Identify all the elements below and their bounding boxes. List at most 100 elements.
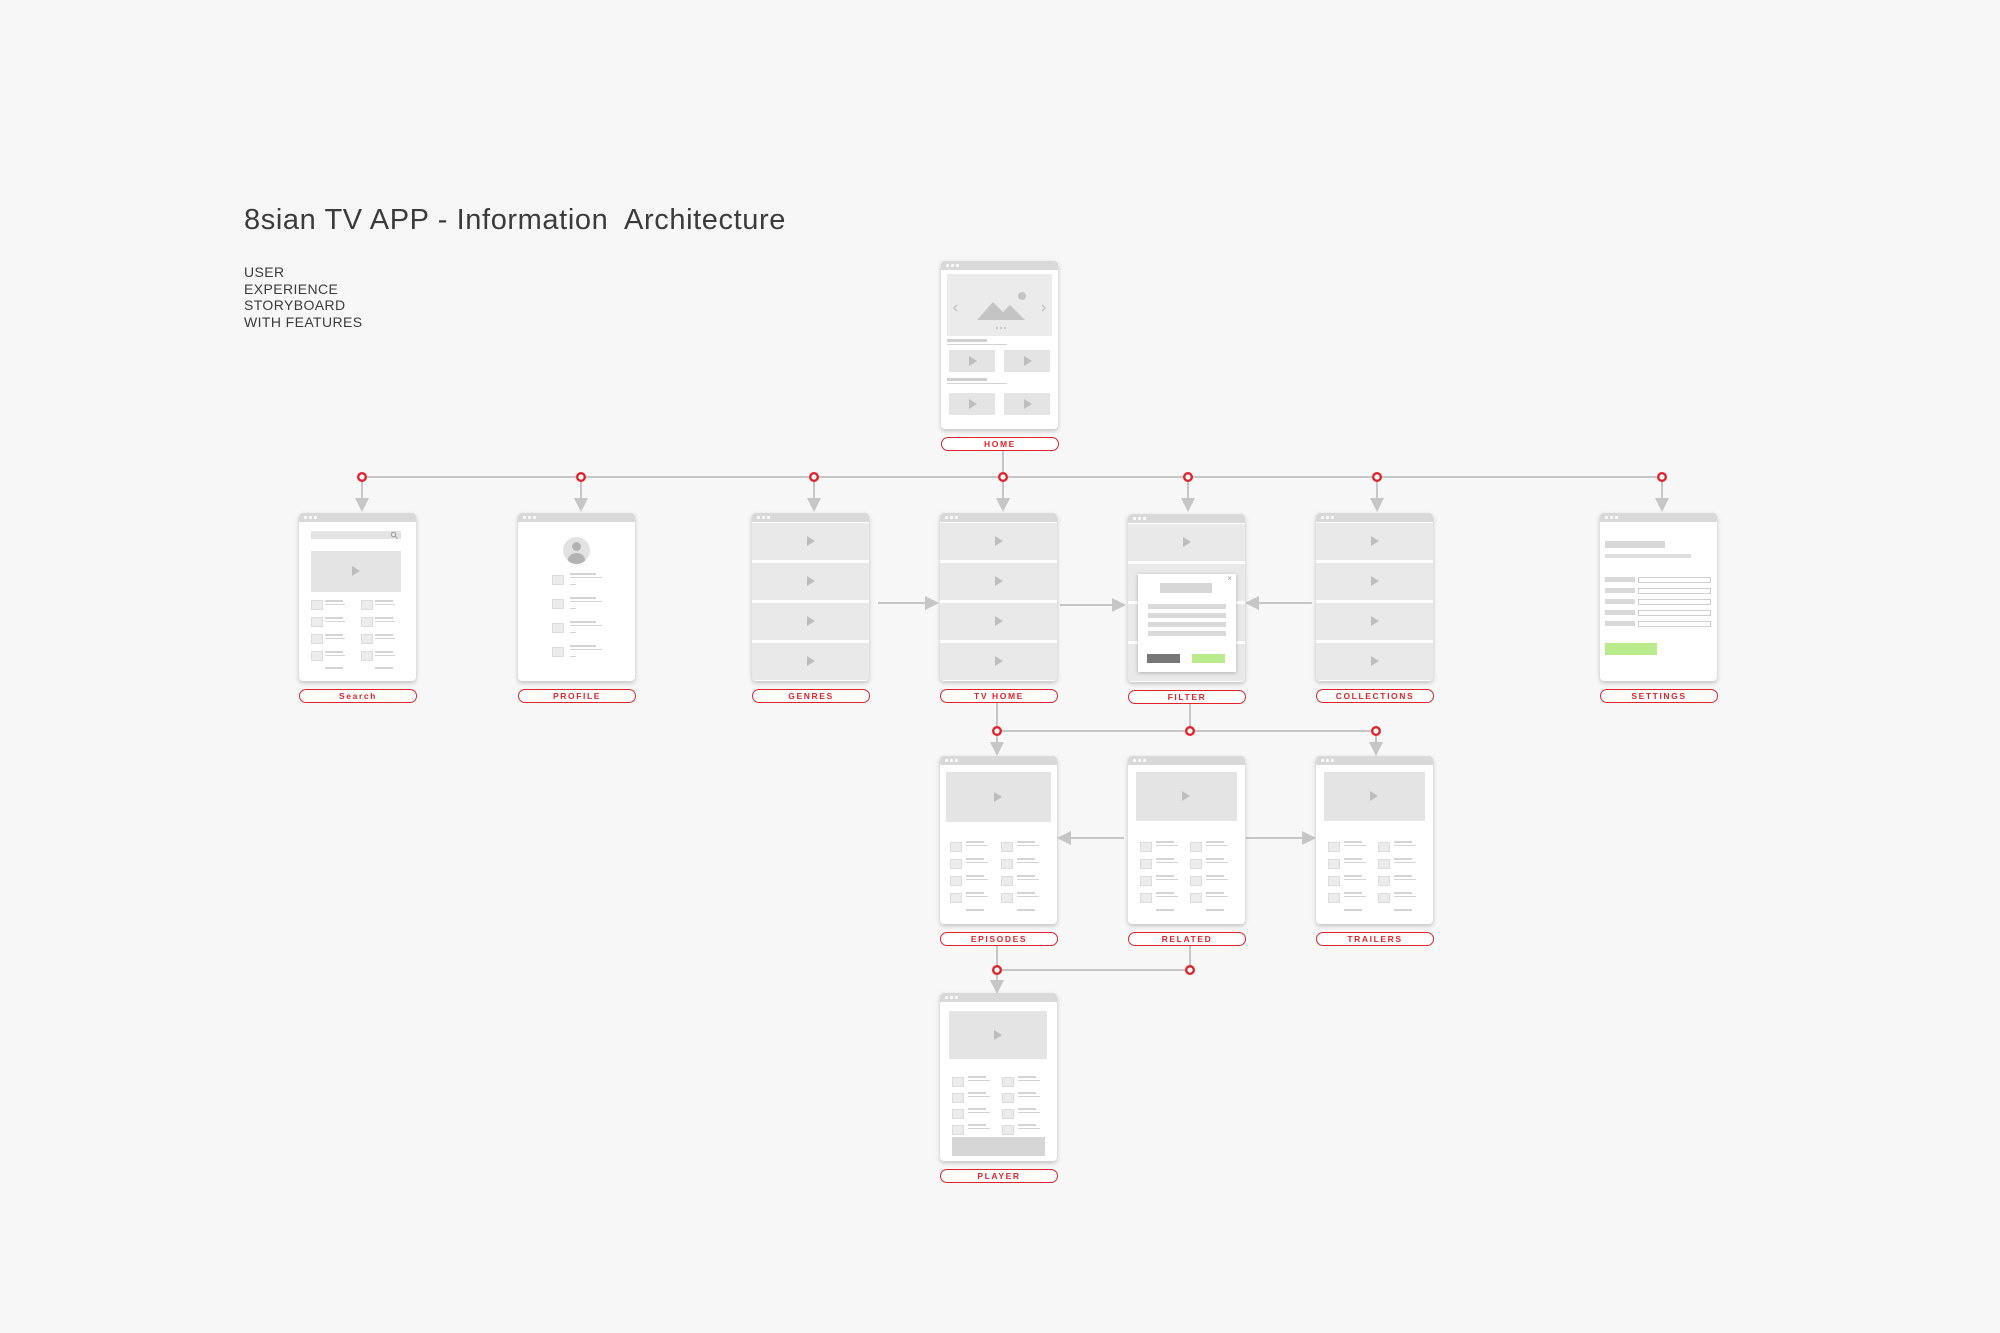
related-label: RELATED bbox=[1128, 932, 1246, 946]
play-icon bbox=[1371, 576, 1379, 586]
play-icon bbox=[995, 536, 1003, 546]
video-card bbox=[949, 350, 995, 372]
text-line bbox=[966, 862, 988, 863]
junction-node bbox=[809, 472, 820, 483]
text-line bbox=[968, 1124, 986, 1126]
text-line bbox=[1018, 1124, 1036, 1126]
filter-option-line bbox=[1148, 622, 1226, 627]
list-thumb bbox=[311, 600, 323, 610]
text-line bbox=[1018, 1108, 1036, 1110]
text-line bbox=[947, 383, 1007, 384]
show-row bbox=[940, 603, 1057, 640]
text-line bbox=[570, 621, 596, 623]
text-line bbox=[1344, 875, 1362, 877]
profile-label: PROFILE bbox=[518, 689, 636, 703]
text-line bbox=[570, 573, 596, 575]
text-line bbox=[1394, 862, 1416, 863]
list-thumb bbox=[1190, 876, 1202, 886]
section-heading-line bbox=[947, 339, 987, 342]
text-line bbox=[966, 858, 984, 860]
window-bar bbox=[940, 993, 1057, 1002]
list-thumb bbox=[952, 1077, 964, 1087]
list-thumb bbox=[1190, 859, 1202, 869]
genre-row bbox=[752, 603, 869, 640]
play-icon bbox=[352, 566, 360, 576]
text-line bbox=[1206, 896, 1228, 897]
hero-banner bbox=[947, 274, 1052, 336]
list-thumb bbox=[1140, 859, 1152, 869]
list-thumb bbox=[1378, 859, 1390, 869]
collections-label: COLLECTIONS bbox=[1316, 689, 1434, 703]
text-line bbox=[570, 584, 576, 585]
text-line bbox=[325, 638, 345, 639]
text-line bbox=[1394, 879, 1416, 880]
settings-heading bbox=[1605, 541, 1665, 548]
genre-row bbox=[752, 523, 869, 560]
setting-key bbox=[1605, 577, 1635, 582]
filter-option-line bbox=[1148, 613, 1226, 618]
text-line bbox=[1017, 845, 1039, 846]
text-line bbox=[375, 638, 395, 639]
text-line bbox=[1344, 862, 1366, 863]
subtitle-line: WITH FEATURES bbox=[244, 313, 363, 330]
text-line bbox=[325, 634, 343, 636]
text-line bbox=[570, 601, 602, 602]
window-bar bbox=[299, 513, 416, 522]
text-line bbox=[1156, 858, 1174, 860]
text-line bbox=[1394, 875, 1412, 877]
text-line bbox=[570, 577, 602, 578]
text-line bbox=[1017, 862, 1039, 863]
text-line bbox=[947, 344, 1007, 345]
image-placeholder-icon bbox=[952, 292, 1047, 329]
list-thumb bbox=[950, 859, 962, 869]
text-line bbox=[570, 625, 602, 626]
list-thumb bbox=[1001, 893, 1013, 903]
setting-key bbox=[1605, 610, 1635, 615]
text-line bbox=[325, 667, 343, 669]
list-thumb bbox=[1002, 1077, 1014, 1087]
list-thumb bbox=[361, 600, 373, 610]
genres-label: GENRES bbox=[752, 689, 870, 703]
text-line bbox=[966, 896, 988, 897]
window-bar bbox=[940, 756, 1057, 765]
text-line bbox=[1206, 875, 1224, 877]
text-line bbox=[1206, 841, 1224, 843]
list-thumb bbox=[1190, 842, 1202, 852]
text-line bbox=[968, 1112, 990, 1113]
text-line bbox=[1017, 909, 1035, 911]
text-line bbox=[375, 655, 395, 656]
text-line bbox=[966, 909, 984, 911]
text-line bbox=[968, 1108, 986, 1110]
setting-input bbox=[1638, 577, 1711, 583]
player-screen bbox=[940, 993, 1057, 1161]
text-line bbox=[1156, 862, 1178, 863]
search-screen bbox=[299, 513, 416, 681]
text-line bbox=[1017, 841, 1035, 843]
home-label: HOME bbox=[941, 437, 1059, 451]
junction-node bbox=[1184, 726, 1195, 737]
text-line bbox=[1017, 875, 1035, 877]
text-line bbox=[1206, 858, 1224, 860]
text-line bbox=[1206, 909, 1224, 911]
play-icon bbox=[969, 399, 977, 409]
text-line bbox=[1156, 896, 1178, 897]
apply-button bbox=[1192, 654, 1225, 663]
text-line bbox=[968, 1080, 990, 1081]
settings-label: SETTINGS bbox=[1600, 689, 1718, 703]
list-thumb bbox=[311, 651, 323, 661]
text-line bbox=[1344, 858, 1362, 860]
show-row bbox=[1128, 524, 1245, 561]
text-line bbox=[1394, 841, 1412, 843]
list-thumb bbox=[1328, 876, 1340, 886]
text-line bbox=[1018, 1080, 1040, 1081]
tv-home-label: TV HOME bbox=[940, 689, 1058, 703]
play-icon bbox=[1370, 791, 1378, 801]
list-thumb bbox=[552, 599, 564, 609]
text-line bbox=[570, 649, 602, 650]
collection-row bbox=[1316, 643, 1433, 680]
junction-node bbox=[998, 472, 1009, 483]
setting-input bbox=[1638, 599, 1711, 605]
text-line bbox=[375, 667, 393, 669]
text-line bbox=[1344, 879, 1366, 880]
